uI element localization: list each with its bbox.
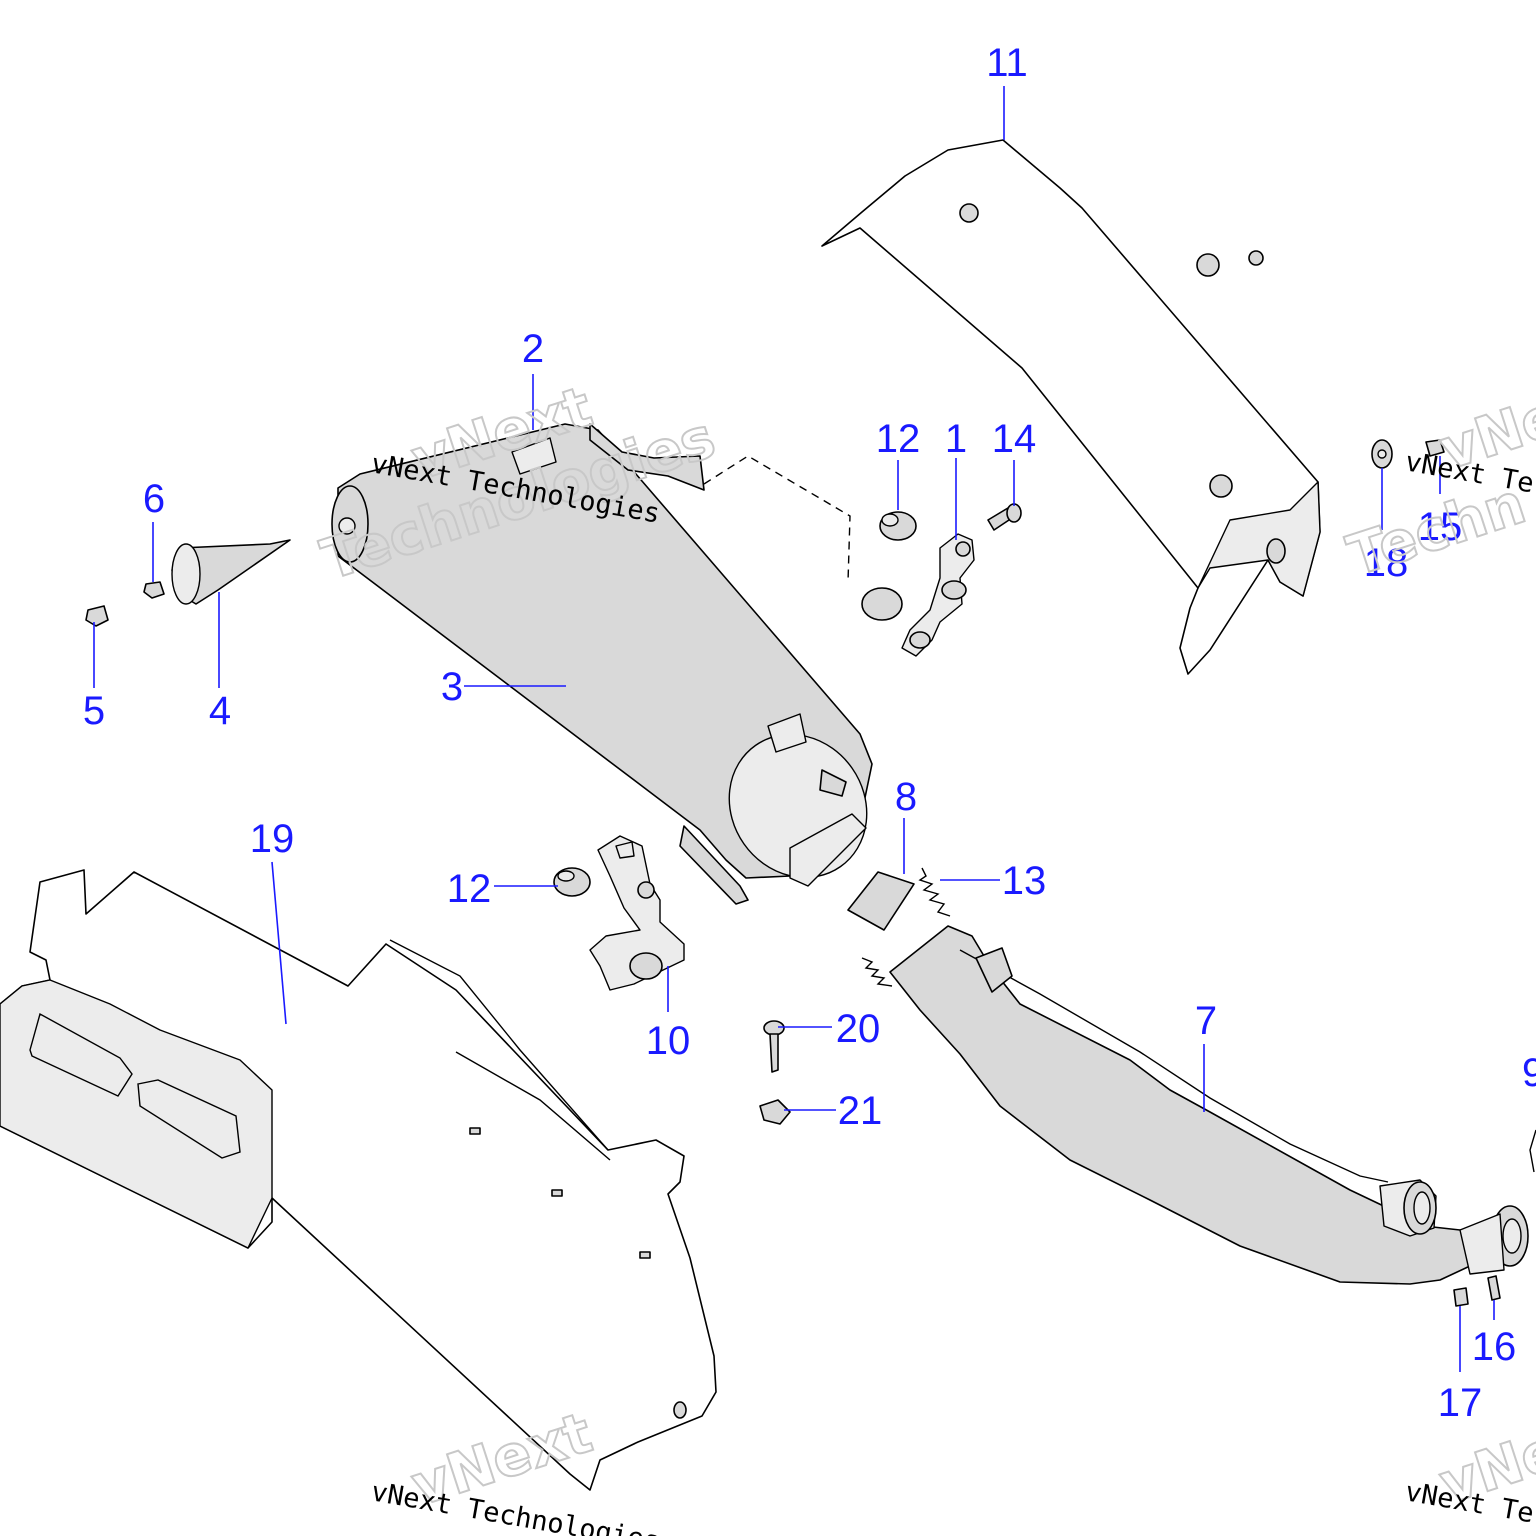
part-3-muffler <box>331 423 873 905</box>
callout-12-lower: 12 <box>447 867 492 911</box>
part-18-washer <box>1371 439 1393 469</box>
callout-7: 7 <box>1195 999 1217 1043</box>
callout-labels: 11 2 12 1 14 6 5 4 3 18 15 8 19 12 13 10… <box>83 41 1536 1425</box>
part-13-springs <box>861 867 951 987</box>
part-8-seal <box>847 871 915 931</box>
part-12-grommet-upper <box>861 511 917 621</box>
part-12-grommet-lower <box>553 867 591 897</box>
callout-17: 17 <box>1438 1381 1483 1425</box>
callout-13: 13 <box>1002 859 1047 903</box>
callout-19: 19 <box>250 817 295 861</box>
callout-16: 16 <box>1472 1325 1517 1369</box>
part-11-heat-shield <box>821 139 1321 675</box>
part-1-bracket <box>901 533 975 657</box>
callout-20: 20 <box>836 1007 881 1051</box>
part-5-bolt <box>85 605 109 627</box>
callout-9: 9 <box>1522 1051 1536 1095</box>
part-9-flange-partial <box>1529 1129 1536 1173</box>
leader-lines <box>93 86 1495 1372</box>
part-21-clip <box>759 1099 791 1125</box>
callout-2: 2 <box>522 327 544 371</box>
part-10-bracket <box>589 835 685 991</box>
part-17-nut <box>1453 1287 1469 1307</box>
callout-10: 10 <box>646 1019 691 1063</box>
part-14-bolt <box>987 503 1022 531</box>
part-4-spark-arrestor <box>171 539 291 605</box>
callout-4: 4 <box>209 689 231 733</box>
callout-5: 5 <box>83 689 105 733</box>
callout-21: 21 <box>838 1089 883 1133</box>
callout-8: 8 <box>895 775 917 819</box>
callout-6: 6 <box>143 477 165 521</box>
callout-11: 11 <box>986 41 1028 85</box>
callout-1: 1 <box>945 417 967 461</box>
part-6-nut <box>143 581 165 599</box>
callout-3: 3 <box>441 665 463 709</box>
dashed-mounting-line <box>703 455 851 583</box>
callout-12-upper: 12 <box>876 417 921 461</box>
part-19-lower-heat-shield <box>0 869 717 1491</box>
part-20-screw <box>763 1020 785 1073</box>
callout-18: 18 <box>1364 541 1409 585</box>
part-16-stud <box>1487 1275 1501 1301</box>
part-15-bolt <box>1425 439 1445 457</box>
callout-15: 15 <box>1418 505 1463 549</box>
part-7-head-pipe <box>889 925 1529 1285</box>
callout-14: 14 <box>992 417 1037 461</box>
